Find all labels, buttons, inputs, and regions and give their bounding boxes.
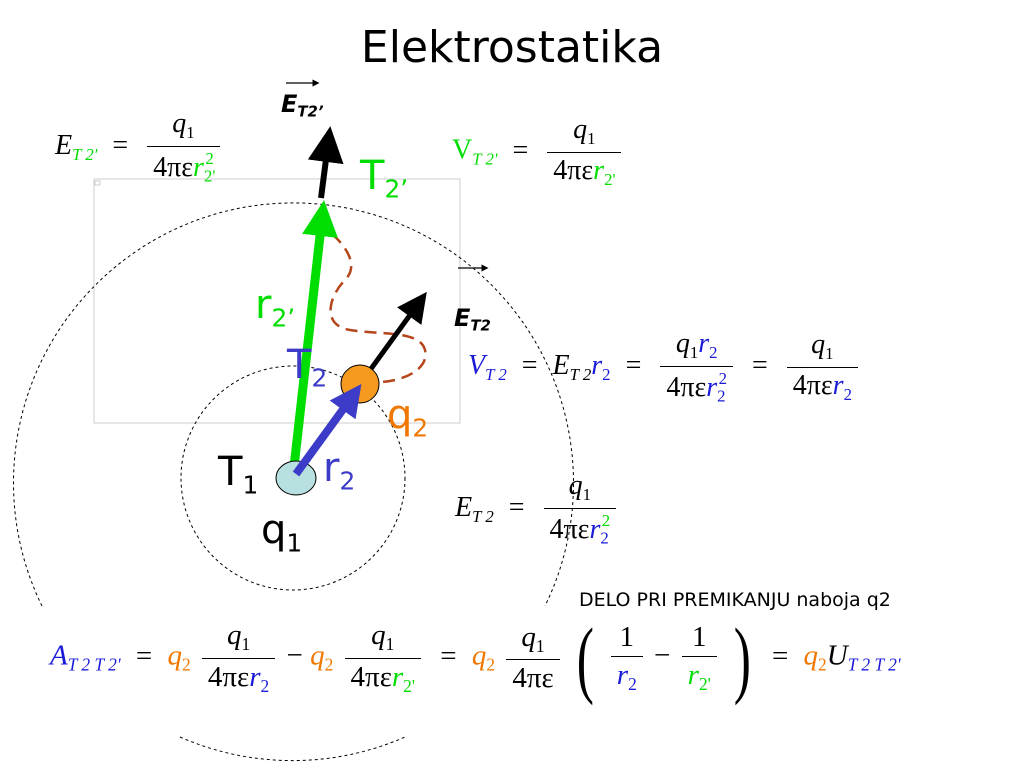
vector-E-T2prime (307, 126, 344, 199)
label-E-T2: ET2 (454, 304, 491, 335)
vector-r2prime (288, 200, 338, 477)
label-q2: q2 (387, 392, 429, 443)
label-E-T2prime: ET2’ (281, 90, 324, 121)
equipotential-circle-outer (13, 202, 574, 607)
placeholder-corner-icon (94, 180, 101, 186)
caption-work: DELO PRI PREMIKANJU naboja q2 (579, 589, 891, 611)
equipotential-circle-inner (180, 365, 406, 591)
charge-q2 (340, 364, 380, 404)
equation-V-T2prime: VT 2' = q1 4πεr2' (452, 116, 625, 188)
equation-E-T2: ET 2 = q1 4πεr22 (455, 472, 620, 547)
equation-E-T2prime: ET 2' = q1 4πεr2'2 (55, 110, 224, 185)
label-T2prime: T2’ (360, 153, 409, 204)
label-r2prime: r2’ (255, 282, 296, 333)
equation-work: AT 2 T 2' = q2 q1 4πεr2 − q2 q1 4πεr2' =… (50, 610, 901, 706)
charge-q1 (275, 460, 317, 496)
label-q1: q1 (261, 507, 303, 558)
page-title: Elektrostatika (360, 22, 664, 73)
equipotential-circle-outer-bottom (179, 736, 406, 762)
label-r2: r2 (323, 445, 356, 496)
label-T2: T2 (287, 342, 328, 393)
equation-V-T2: VT 2 = ET 2r2 = q1r2 4πεr22 = q1 4πεr2 (468, 330, 862, 405)
placeholder-frame (93, 178, 461, 424)
movement-path (324, 213, 427, 384)
label-T1: T1 (218, 449, 259, 500)
vector-r2 (292, 384, 362, 477)
